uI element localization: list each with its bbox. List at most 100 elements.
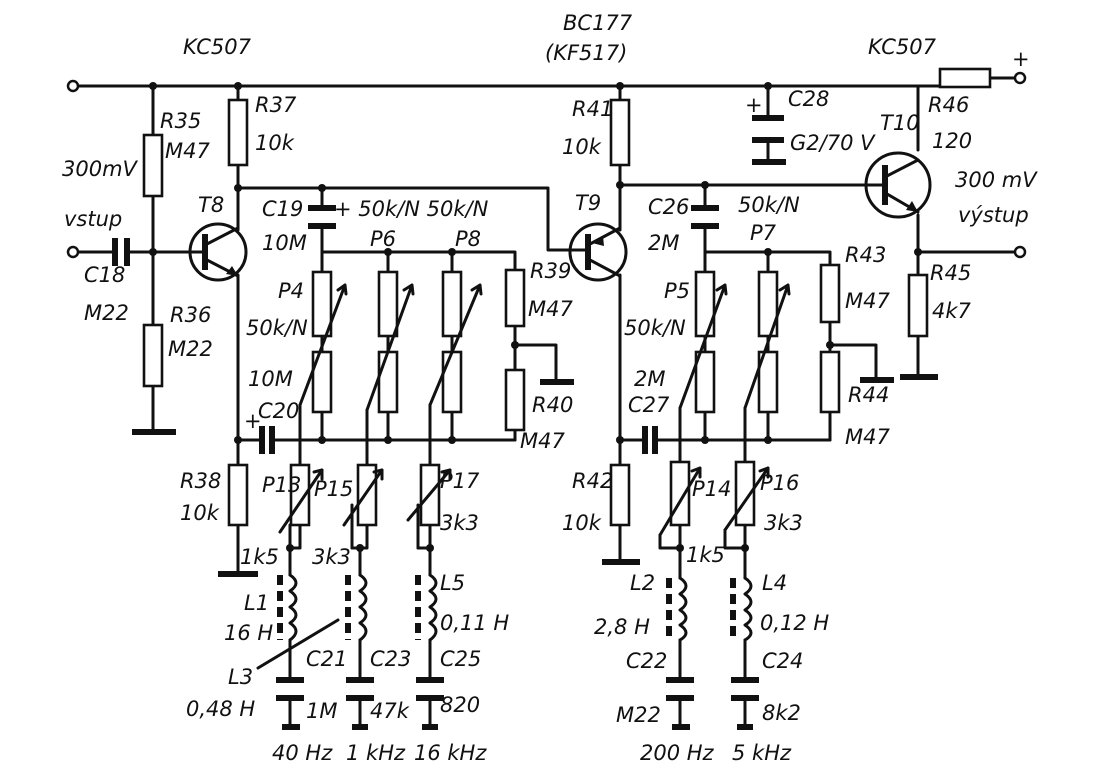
c23-value: 47k (370, 699, 410, 723)
c24-label: C24 (762, 649, 803, 673)
r37-label: R37 (255, 93, 297, 117)
p7-value: 50k/N (738, 193, 800, 217)
r40-value: M47 (520, 429, 565, 453)
c18-value: M22 (84, 301, 129, 325)
r36-value: M22 (168, 337, 213, 361)
c27-value: 2M (634, 367, 665, 391)
r36-label: R36 (170, 303, 211, 327)
r38-value: 10k (180, 501, 220, 525)
p15-label: P15 (314, 477, 353, 501)
t9-type-label: BC177 (563, 11, 633, 35)
p15-value: 3k3 (312, 545, 351, 569)
l5-label: L5 (440, 571, 465, 595)
labels: KC507 BC177 (KF517) KC507 T8 T9 T10 300m… (62, 11, 1038, 765)
p13-label: P13 (262, 473, 301, 497)
c20-plus: + (244, 409, 262, 433)
supply-sign: + (1012, 47, 1030, 71)
input-level: 300mV (62, 157, 139, 181)
p13-value: 1k5 (240, 545, 279, 569)
potentiometers (278, 270, 791, 550)
transistor-t10 (864, 151, 932, 219)
resistors (142, 67, 992, 527)
band-1khz: 1 kHz (346, 741, 406, 765)
l1-value: 16 H (224, 621, 273, 645)
output-level: 300 mV (955, 168, 1038, 192)
p7-label: P7 (750, 221, 777, 245)
c20-label: C20 (258, 399, 299, 423)
l3-label: L3 (228, 665, 253, 689)
junctions (149, 82, 922, 552)
wires (73, 76, 1020, 727)
c22-label: C22 (626, 649, 667, 673)
r44-label: R44 (848, 383, 889, 407)
c27-label: C27 (628, 393, 670, 417)
t9-label: T9 (575, 191, 601, 215)
r39-label: R39 (530, 259, 571, 283)
r42-label: R42 (572, 469, 613, 493)
c22-value: M22 (616, 703, 661, 727)
c28-label: C28 (788, 87, 829, 111)
r43-label: R43 (845, 243, 886, 267)
r44-value: M47 (845, 425, 890, 449)
c24-value: 8k2 (762, 701, 801, 725)
p6-p8-value: + 50k/N 50k/N (334, 197, 489, 221)
c20-value: 10M (248, 367, 293, 391)
p17-value: 3k3 (440, 511, 479, 535)
r39-value: M47 (528, 297, 573, 321)
r35-value: M47 (165, 139, 210, 163)
r43-value: M47 (845, 289, 890, 313)
t8-label: T8 (198, 193, 224, 217)
band-40hz: 40 Hz (272, 741, 333, 765)
r41-label: R41 (572, 97, 613, 121)
l5-value: 0,11 H (440, 611, 509, 635)
c26-value: 2M (648, 231, 679, 255)
p5-value: 50k/N (624, 316, 686, 340)
p16-label: P16 (760, 471, 799, 495)
t8-type-label: KC507 (183, 35, 252, 59)
r46-label: R46 (928, 93, 969, 117)
band-16khz: 16 kHz (414, 741, 487, 765)
terminals (66, 71, 1027, 259)
l2-label: L2 (630, 571, 655, 595)
p14-label: P14 (692, 477, 731, 501)
c21-label: C21 (306, 647, 347, 671)
r40-label: R40 (532, 393, 573, 417)
t10-label: T10 (880, 111, 920, 135)
p4-value: 50k/N (246, 316, 308, 340)
c28-value: G2/70 V (790, 131, 876, 155)
l2-value: 2,8 H (594, 615, 650, 639)
p5-label: P5 (664, 279, 690, 303)
c19-label: C19 (262, 197, 303, 221)
band-5khz: 5 kHz (732, 741, 792, 765)
p4-label: P4 (278, 279, 304, 303)
l3-value: 0,48 H (186, 697, 255, 721)
l4-label: L4 (762, 571, 787, 595)
c26-label: C26 (648, 195, 689, 219)
p14-value: 1k5 (686, 543, 725, 567)
c25-label: C25 (440, 647, 481, 671)
r42-value: 10k (562, 511, 602, 535)
t9-alt-label: (KF517) (545, 41, 627, 65)
c25-value: 820 (440, 693, 480, 717)
band-200hz: 200 Hz (640, 741, 715, 765)
r46-value: 120 (932, 129, 972, 153)
c23-label: C23 (370, 647, 411, 671)
l1-label: L1 (244, 591, 269, 615)
transistor-t9 (568, 222, 628, 282)
output-label: výstup (958, 203, 1029, 227)
r45-value: 4k7 (932, 299, 972, 323)
p16-value: 3k3 (764, 511, 803, 535)
p8-label: P8 (455, 227, 481, 251)
input-label: vstup (64, 207, 122, 231)
c18-label: C18 (84, 263, 125, 287)
c19-value: 10M (262, 231, 307, 255)
r38-label: R38 (180, 469, 221, 493)
r41-value: 10k (562, 135, 602, 159)
r45-label: R45 (930, 261, 971, 285)
transistor-t8 (188, 222, 248, 282)
p17-label: P17 (440, 469, 480, 493)
c21-value: 1M (306, 699, 337, 723)
c28-plus: + (745, 93, 763, 117)
p6-label: P6 (370, 227, 396, 251)
